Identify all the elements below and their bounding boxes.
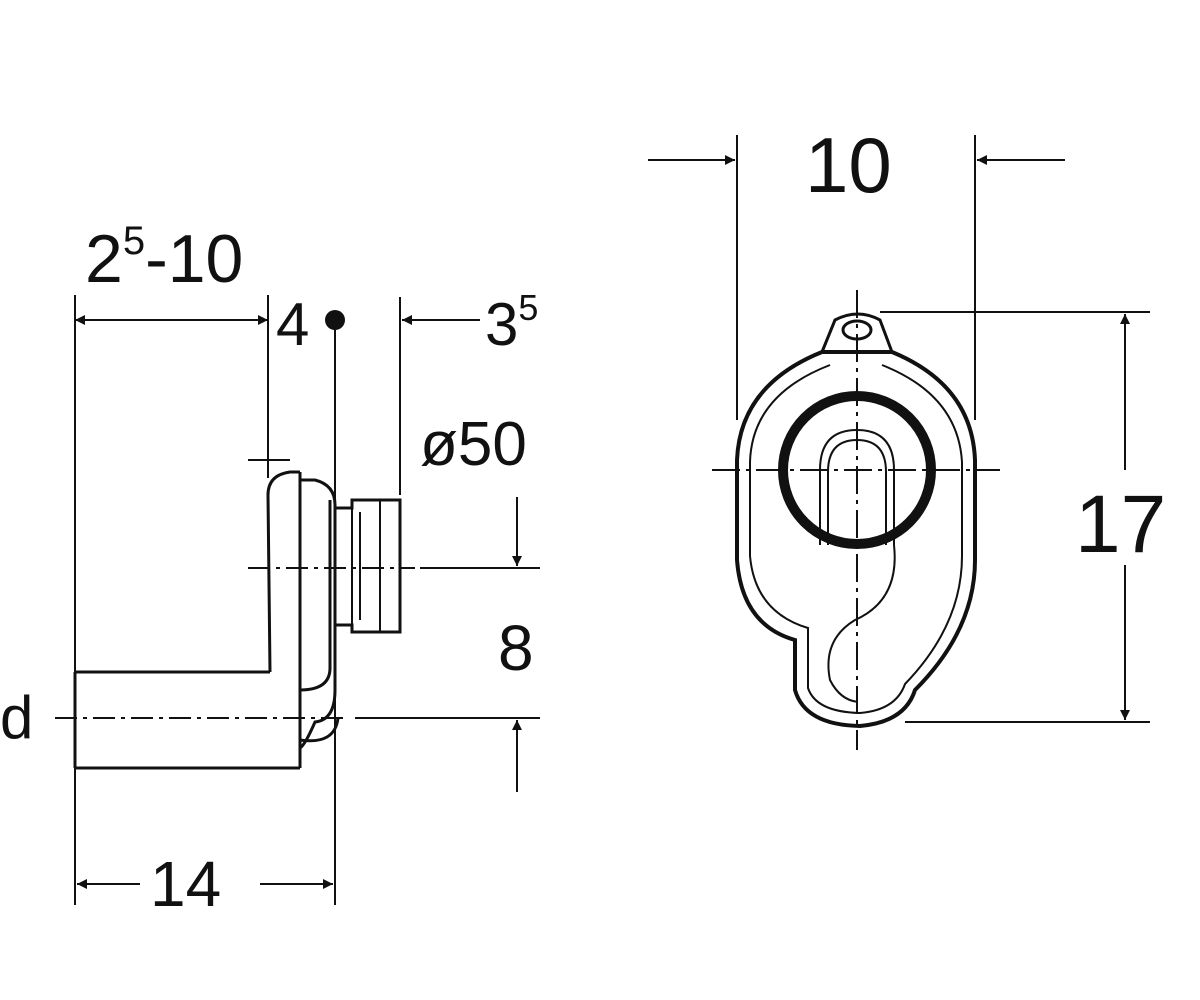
dimension-depth: 14 [77, 848, 333, 920]
wall-gap-label: 25-10 [85, 219, 243, 297]
dimension-spigot: 35 [402, 287, 538, 358]
side-view: 25-10 4 35 ø50 8 [0, 219, 540, 920]
reference-dot [325, 310, 345, 330]
dimension-height: 17 [880, 311, 1166, 723]
front-view: 10 17 [648, 121, 1166, 750]
dimension-height-offset: 8 [355, 497, 540, 792]
height-offset-label: 8 [498, 612, 534, 684]
width-label: 10 [805, 121, 892, 209]
side-center-lines [55, 567, 415, 719]
spigot-label: 35 [485, 287, 538, 358]
flange-label: 4 [276, 291, 309, 358]
pipe-diameter-label: d [0, 684, 33, 751]
dimension-width: 10 [648, 121, 1065, 420]
front-center-lines [712, 290, 1000, 750]
dimension-wall-gap: 25-10 [75, 219, 268, 325]
height-label: 17 [1075, 479, 1166, 570]
depth-label: 14 [150, 848, 221, 920]
dimension-flange: 4 [276, 291, 345, 358]
outlet-diameter-label: ø50 [420, 410, 527, 479]
trap-side-outline [73, 442, 402, 770]
